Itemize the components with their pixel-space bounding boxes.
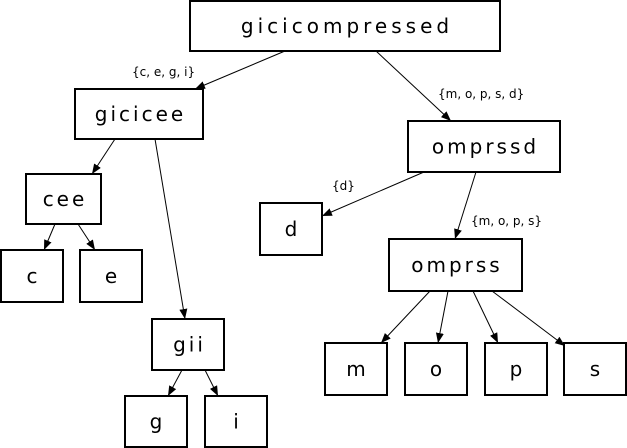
node-d-box [259,202,323,256]
node-root-label: gicicompressed [241,14,453,38]
node-gii-label: gii [173,333,206,357]
node-s: s [563,342,627,396]
node-d: d [259,202,323,256]
node-o: o [404,342,468,396]
edge-omprss-to-o [435,290,449,344]
node-o-label: o [430,357,442,381]
node-cee: cee [25,173,102,225]
node-root-box [189,0,501,52]
edge-omprss-to-m [380,290,431,344]
edge-omprssd-to-omprss [454,171,477,240]
node-cee-box [25,173,102,225]
node-i-box [204,395,268,448]
node-g-box [124,395,188,448]
node-e-label: e [105,264,117,288]
edge-label-omprssd-to-d: {d} [332,179,355,193]
edge-root-to-gicicee [194,50,286,90]
edge-gii-to-g [167,369,183,397]
edge-label-root-to-gicicee: {c, e, g, i} [132,65,195,79]
node-c-box [0,249,64,303]
edge-omprss-to-s [491,290,566,347]
edge-cee-to-c [43,223,56,251]
edge-label-root-to-omprssd: {m, o, p, s, d} [438,87,524,101]
node-m: m [324,342,388,396]
edge-cee-to-e [77,223,96,251]
node-s-box [563,342,627,396]
edge-gicicee-to-cee [91,138,116,175]
node-m-label: m [346,357,365,381]
node-p: p [484,342,548,396]
node-omprss-label: omprss [411,253,502,277]
node-d-label: d [285,217,298,241]
node-gii: gii [151,318,225,371]
node-p-label: p [510,357,523,381]
edge-omprss-to-p [472,290,499,344]
node-s-label: s [590,357,600,381]
edge-gii-to-i [204,369,219,397]
node-omprssd: omprssd [407,120,561,173]
node-c: c [0,249,64,303]
node-root: gicicompressed [189,0,501,52]
node-gicicee-label: gicicee [95,102,186,126]
edge-root-to-omprssd [375,50,452,122]
edge-gicicee-to-gii [154,138,188,320]
node-m-box [324,342,388,396]
node-gii-box [151,318,225,371]
node-cee-label: cee [43,187,88,211]
node-gicicee-box [74,88,204,140]
node-omprssd-box [407,120,561,173]
node-p-box [484,342,548,396]
node-o-box [404,342,468,396]
node-omprss: omprss [388,238,523,292]
edge-label-omprssd-to-omprss: {m, o, p, s} [471,214,542,228]
node-e-box [79,249,143,303]
node-g: g [124,395,188,448]
node-e: e [79,249,143,303]
node-i: i [204,395,268,448]
node-gicicee: gicicee [74,88,204,140]
node-omprssd-label: omprssd [432,135,539,159]
edge-omprssd-to-d [321,171,425,217]
node-c-label: c [27,264,38,288]
node-omprss-box [388,238,523,292]
node-i-label: i [233,410,239,434]
node-g-label: g [150,410,163,434]
